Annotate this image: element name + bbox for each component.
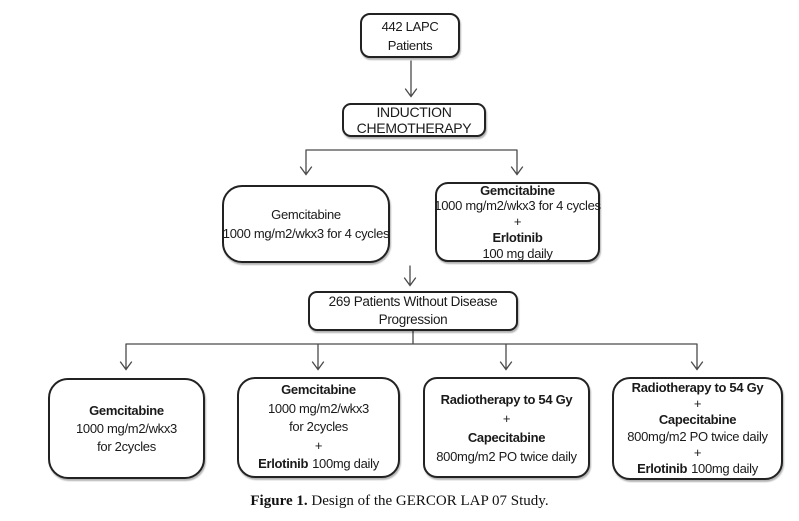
- node-line: 442 LAPC: [381, 18, 439, 34]
- dose-line: 1000 mg/m2/wkx3 for 4 cycles: [222, 226, 390, 241]
- dose-line: 800mg/m2 PO twice daily: [436, 448, 577, 464]
- node-induction-arm-gemcitabine: Gemcitabine 1000 mg/m2/wkx3 for 4 cycles: [222, 185, 390, 263]
- arrow-to-no-progression: [403, 265, 417, 287]
- node-induction-arm-gemcitabine-erlotinib: Gemcitabine 1000 mg/m2/wkx3 for 4 cycles…: [434, 182, 601, 262]
- branch-induction-arms: [299, 149, 524, 176]
- node-arm-radiotherapy-capecitabine-erlotinib: Radiotherapy to 54 Gy + Capecitabine 800…: [612, 377, 783, 480]
- plus-sign: +: [502, 410, 511, 426]
- dose-line: for 2cycles: [97, 438, 156, 454]
- node-line: Progression: [378, 312, 448, 327]
- plus-sign: +: [693, 444, 702, 460]
- figure-caption: Figure 1. Design of the GERCOR LAP 07 St…: [0, 493, 799, 510]
- figure-caption-text: Design of the GERCOR LAP 07 Study.: [307, 493, 549, 509]
- node-line: INDUCTION: [376, 104, 452, 120]
- dose-line: 1000 mg/m2/wkx3: [76, 420, 177, 436]
- dose-line: for 2cycles: [289, 419, 348, 435]
- dose-line: 800mg/m2 PO twice daily: [627, 428, 768, 444]
- plus-sign: +: [513, 214, 522, 230]
- plus-sign: +: [314, 437, 323, 453]
- dose-line: 1000 mg/m2/wkx3: [268, 400, 369, 416]
- plus-sign: +: [693, 395, 702, 411]
- drug-name: Gemcitabine: [281, 382, 356, 398]
- node-induction-chemotherapy: INDUCTION CHEMOTHERAPY: [342, 103, 486, 137]
- treatment-line: Radiotherapy to 54 Gy: [440, 391, 573, 407]
- drug-name: Erlotinib: [492, 229, 543, 245]
- treatment-line: Radiotherapy to 54 Gy: [631, 379, 764, 395]
- node-arm-gemcitabine-erlotinib: Gemcitabine 1000 mg/m2/wkx3 for 2cycles …: [237, 377, 400, 478]
- node-269-patients-without-progression: 269 Patients Without Disease Progression: [308, 291, 518, 331]
- node-arm-radiotherapy-capecitabine: Radiotherapy to 54 Gy + Capecitabine 800…: [423, 377, 590, 478]
- dose-text: 100mg daily: [691, 461, 758, 477]
- node-line: 269 Patients Without Disease: [328, 294, 498, 309]
- drug-name: Capecitabine: [467, 429, 546, 445]
- node-442-lapc-patients: 442 LAPC Patients: [360, 13, 460, 58]
- drug-name: Erlotinib: [637, 461, 688, 477]
- drug-name: Gemcitabine: [271, 207, 341, 222]
- dose-line: 100 mg daily: [482, 245, 553, 261]
- dose-text: 100mg daily: [312, 456, 379, 472]
- node-arm-gemcitabine: Gemcitabine 1000 mg/m2/wkx3 for 2cycles: [48, 378, 205, 479]
- drug-name: Gemcitabine: [480, 182, 555, 198]
- node-line: CHEMOTHERAPY: [356, 120, 472, 136]
- figure-caption-label: Figure 1.: [250, 493, 308, 509]
- drug-name: Capecitabine: [658, 412, 737, 428]
- drug-name: Erlotinib: [258, 456, 309, 472]
- node-line: Patients: [387, 37, 433, 53]
- branch-treatment-arms: [119, 330, 704, 371]
- arrow-patients-to-induction: [404, 60, 418, 98]
- drug-name: Gemcitabine: [89, 402, 164, 418]
- dose-line: 1000 mg/m2/wkx3 for 4 cycles: [434, 198, 601, 214]
